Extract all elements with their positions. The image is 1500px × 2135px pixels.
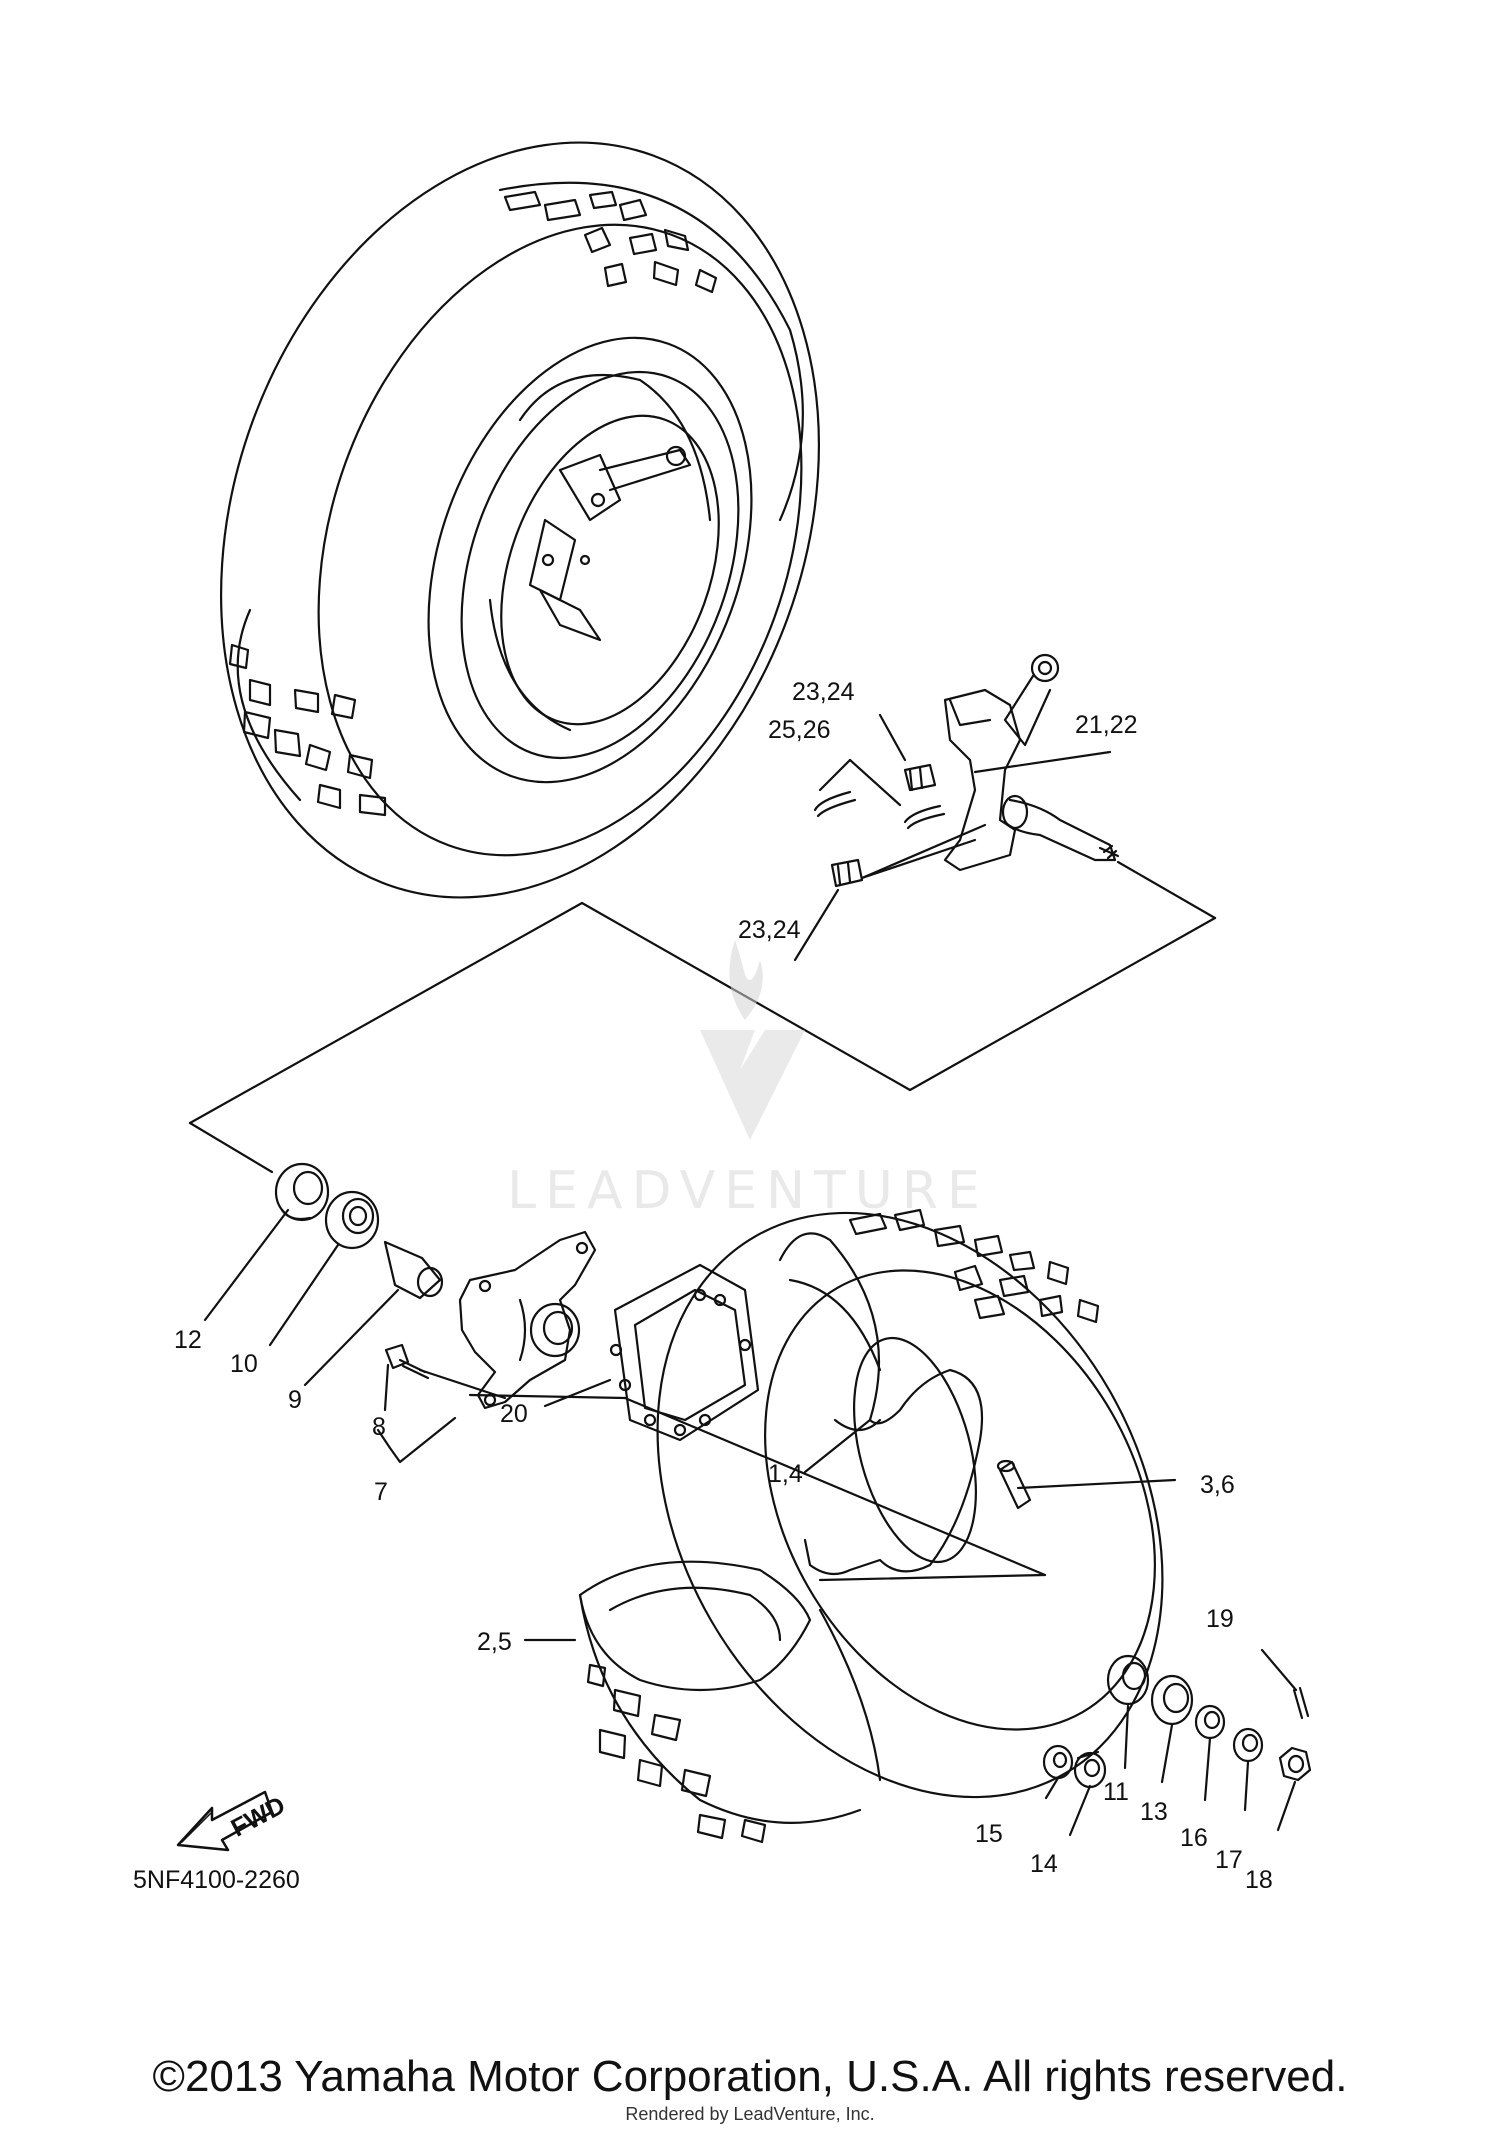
- cotter-pin-lower: [903, 804, 946, 830]
- front-hub-7: [458, 1230, 597, 1410]
- castle-nut-lower: [830, 858, 864, 888]
- label-1-4: 1,4: [768, 1460, 803, 1488]
- leadventure-watermark: LEADVENTURE: [507, 940, 989, 1221]
- label-9: 9: [288, 1386, 302, 1414]
- watermark-text: LEADVENTURE: [507, 1161, 989, 1221]
- label-25-26: 25,26: [768, 716, 831, 744]
- label-20: 20: [500, 1400, 528, 1428]
- bearing-12: [274, 1162, 330, 1222]
- knuckle-hardware: [793, 713, 1112, 962]
- lower-tread-blocks: [586, 1208, 1100, 1844]
- upper-tire: [220, 141, 820, 899]
- part-labels: 23,24 25,26 21,22 23,24 12 10 9 8 7 20 1…: [174, 678, 1273, 1894]
- label-3-6: 3,6: [1200, 1471, 1235, 1499]
- rendered-by-credit: Rendered by LeadVenture, Inc.: [625, 2104, 875, 2124]
- rim-outer-half: [778, 1232, 984, 1576]
- label-11: 11: [1103, 1778, 1129, 1806]
- upper-hub: [528, 445, 692, 642]
- label-19: 19: [1206, 1605, 1234, 1633]
- label-8: 8: [372, 1413, 386, 1441]
- label-13: 13: [1140, 1798, 1168, 1826]
- steering-knuckle: [943, 653, 1120, 872]
- label-14: 14: [1030, 1850, 1058, 1878]
- upper-tread-blocks: [228, 190, 718, 817]
- washer-15: [1042, 1744, 1074, 1780]
- label-7: 7: [374, 1478, 388, 1506]
- lower-wheel-assembly: [578, 1208, 1164, 1844]
- label-12: 12: [174, 1326, 202, 1354]
- cotter-pin-19: [1292, 1686, 1310, 1720]
- bearing-11: [1106, 1654, 1150, 1706]
- bearing-10: [324, 1190, 380, 1250]
- label-10: 10: [230, 1350, 258, 1378]
- washer-17: [1232, 1727, 1264, 1763]
- fwd-label: FWD: [226, 1791, 289, 1842]
- upper-tire-sidewall: [317, 223, 803, 857]
- rim-inner-half: [578, 1560, 812, 1692]
- upper-rim: [427, 336, 753, 784]
- label-17: 17: [1215, 1846, 1243, 1874]
- lower-tire: [656, 1211, 1164, 1799]
- brake-disc-20: [609, 1263, 760, 1442]
- valve-stem: [996, 1459, 1032, 1510]
- label-15: 15: [975, 1820, 1003, 1848]
- cotter-pin-upper: [813, 790, 857, 818]
- lower-tire-sidewall: [764, 1269, 1156, 1731]
- axle-nut-18: [1278, 1746, 1312, 1782]
- copyright-notice: ©2013 Yamaha Motor Corporation, U.S.A. A…: [152, 2052, 1348, 2101]
- upper-wheel-assembly: [220, 141, 820, 899]
- collar-16: [1194, 1704, 1226, 1740]
- reference-code: 5NF4100-2260: [133, 1866, 300, 1894]
- label-16: 16: [1180, 1824, 1208, 1852]
- seal-13: [1150, 1674, 1194, 1726]
- leader-lines: [203, 1208, 1298, 1837]
- explosion-lines: [188, 860, 1217, 1174]
- hub-bolt-8: [384, 1343, 430, 1380]
- label-21-22: 21,22: [1075, 711, 1138, 739]
- label-2-5: 2,5: [477, 1628, 512, 1656]
- castle-nut-upper: [903, 763, 937, 792]
- spacer-9: [383, 1240, 444, 1300]
- label-23-24-upper: 23,24: [792, 678, 855, 706]
- label-23-24-lower: 23,24: [738, 916, 801, 944]
- fwd-arrow-icon: [176, 1790, 274, 1852]
- label-18: 18: [1245, 1866, 1273, 1894]
